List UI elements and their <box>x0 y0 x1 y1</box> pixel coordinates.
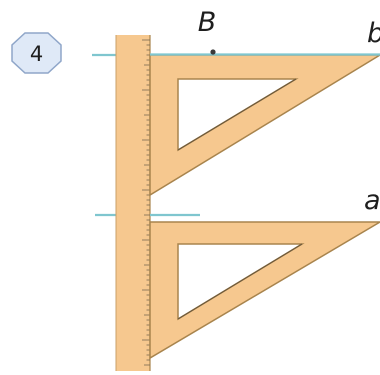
point-b-dot <box>210 49 216 55</box>
problem-number-badge: 4 <box>11 32 62 74</box>
badge-octagon <box>11 32 62 74</box>
set-square-top-inner-shadow <box>177 78 297 151</box>
line-a-label: a <box>364 185 380 216</box>
set-square-bottom <box>149 221 380 360</box>
line-b-label: b <box>367 18 380 49</box>
ruler <box>115 35 151 371</box>
point-b: B <box>198 7 217 55</box>
set-square-bottom-frame <box>149 221 380 360</box>
ruler-body <box>116 35 150 371</box>
set-square-top-frame <box>149 54 380 197</box>
set-square-bottom-inner-shadow <box>177 243 303 320</box>
ruler-ticks <box>142 39 150 366</box>
problem-number: 4 <box>30 42 43 66</box>
point-b-label: B <box>198 7 217 38</box>
set-square-top <box>149 54 380 197</box>
